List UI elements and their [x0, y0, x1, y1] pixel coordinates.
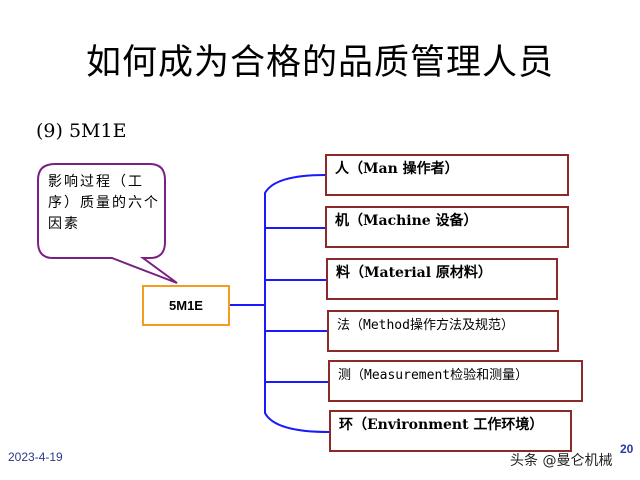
callout-bubble: [37, 163, 178, 284]
factor-method: 法（Method操作方法及规范）: [327, 310, 559, 352]
slide-title: 如何成为合格的品质管理人员: [85, 43, 554, 83]
page-number: 20: [620, 442, 634, 456]
factor-material: 料（Material 原材料）: [326, 258, 558, 300]
factor-man: 人（Man 操作者）: [325, 154, 569, 196]
factor-machine: 机（Machine 设备）: [325, 206, 569, 248]
footer-date: 2023-4-19: [8, 450, 63, 464]
watermark: 头条 @曼仑机械: [510, 453, 613, 469]
factor-measurement: 测（Measurement检验和测量）: [328, 360, 583, 402]
center-node: 5M1E: [142, 285, 230, 326]
section-heading: (9) 5M1E: [36, 120, 127, 142]
callout-text: 影响过程（工序）质量的六个因素: [48, 174, 160, 232]
bracket-lines: [230, 174, 330, 433]
factor-environment: 环（Environment 工作环境）: [329, 410, 572, 452]
